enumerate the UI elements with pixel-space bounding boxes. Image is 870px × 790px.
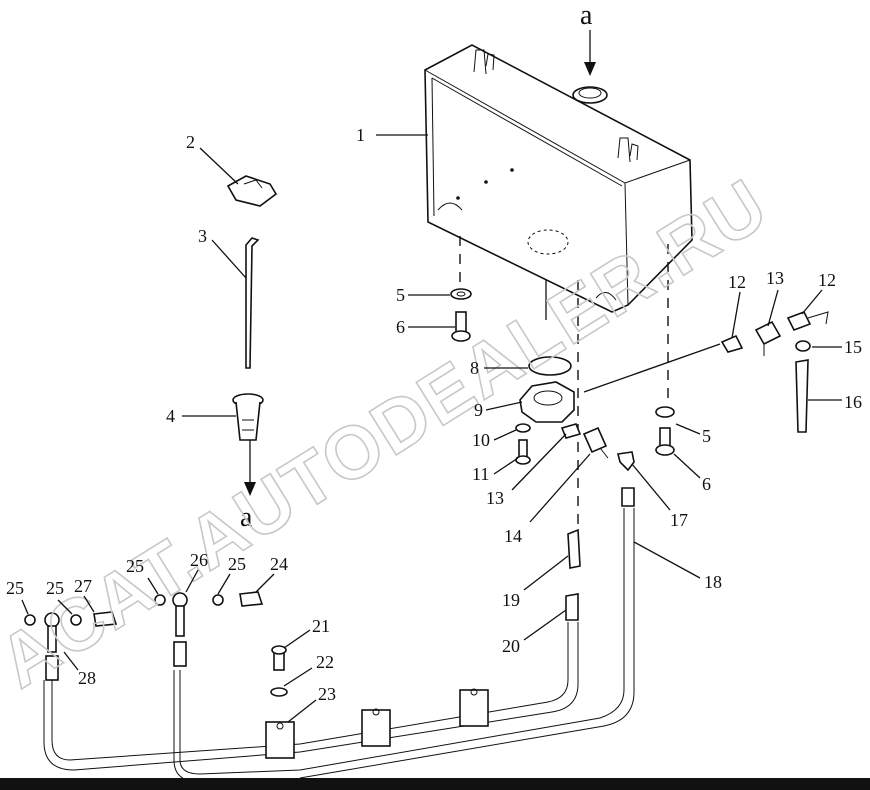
view-label-a-bottom: a	[240, 502, 253, 533]
callout-1: 1	[356, 125, 365, 145]
callout-14: 12	[818, 270, 836, 290]
part-15-clamp	[795, 340, 811, 352]
callout-5-right: 5	[702, 426, 711, 446]
bottom-border-bar	[0, 778, 870, 790]
part-6-bolt-left	[451, 311, 471, 342]
part-26-banjo	[172, 592, 188, 667]
callout-3: 3	[198, 226, 207, 246]
callout-24: 24	[270, 554, 288, 574]
part-17-fitting	[617, 451, 635, 472]
part-6-bolt-right	[655, 427, 675, 456]
callout-17: 17	[670, 510, 688, 530]
part-5-washer-left	[450, 288, 472, 300]
callout-15: 15	[844, 337, 862, 357]
part-12-fitting-upper	[720, 334, 744, 353]
callout-19: 19	[502, 590, 520, 610]
fuel-tank	[424, 44, 693, 313]
part-22-washer	[270, 687, 288, 697]
part-4-strainer	[232, 393, 264, 496]
part-21-bolt	[271, 645, 287, 671]
part-25-washer-a	[24, 614, 36, 626]
part-25-washer-b	[154, 594, 166, 606]
callout-23: 23	[318, 684, 336, 704]
callout-21: 21	[312, 616, 330, 636]
part-18-hose-assembly	[43, 487, 635, 783]
part-16-hose	[795, 359, 809, 433]
callout-6-left: 6	[396, 317, 405, 337]
callout-13-lower: 14	[504, 526, 522, 546]
part-11-bolt	[515, 439, 531, 465]
part-25-washer-d	[70, 614, 82, 626]
part-20-connector	[565, 593, 579, 621]
callout-4: 4	[166, 406, 175, 426]
callout-25-b: 25	[126, 556, 144, 576]
part-8-o-ring	[528, 356, 572, 376]
callout-6-right: 6	[702, 474, 711, 494]
callout-25-c: 25	[228, 554, 246, 574]
callout-20: 20	[502, 636, 520, 656]
part-9-flange	[519, 381, 575, 423]
callout-22: 22	[316, 652, 334, 672]
part-2-cap	[226, 175, 278, 207]
callout-12-upper: 12	[728, 272, 746, 292]
part-3-dipstick	[245, 237, 260, 369]
leader-lines	[21, 134, 842, 723]
callout-28: 28	[78, 668, 96, 688]
callout-9: 9	[474, 400, 483, 420]
callout-labels: 1 2 3 4 5 6 8 9 10 11 13 14 12 13 12 15 …	[6, 125, 862, 704]
callout-13-upper: 13	[766, 268, 784, 288]
callout-16: 16	[844, 392, 862, 412]
part-23-clamps	[265, 688, 489, 759]
callout-25-a: 25	[6, 578, 24, 598]
part-25-washer-c	[212, 594, 224, 606]
view-label-a-top: a	[580, 0, 593, 31]
callout-10: 10	[472, 430, 490, 450]
callout-8: 8	[470, 358, 479, 378]
part-19-fitting	[567, 528, 581, 569]
callout-25-d: 25	[46, 578, 64, 598]
callout-12-lower: 13	[486, 488, 504, 508]
view-arrow-a-top	[584, 30, 596, 76]
part-5-washer-right	[655, 406, 675, 418]
callout-5-left: 5	[396, 285, 405, 305]
callout-11: 11	[472, 464, 489, 484]
part-13-elbow-upper	[754, 320, 782, 356]
part-10-washer	[515, 423, 531, 433]
callout-26: 26	[190, 550, 208, 570]
part-24-bolt	[239, 591, 264, 607]
part-27-bolt	[93, 611, 118, 627]
part-14-fitting	[786, 310, 812, 332]
callout-2: 2	[186, 132, 195, 152]
callout-18: 18	[704, 572, 722, 592]
callout-27: 27	[74, 576, 92, 596]
part-28-banjo	[44, 612, 60, 681]
part-13-elbow-lower	[582, 426, 609, 459]
